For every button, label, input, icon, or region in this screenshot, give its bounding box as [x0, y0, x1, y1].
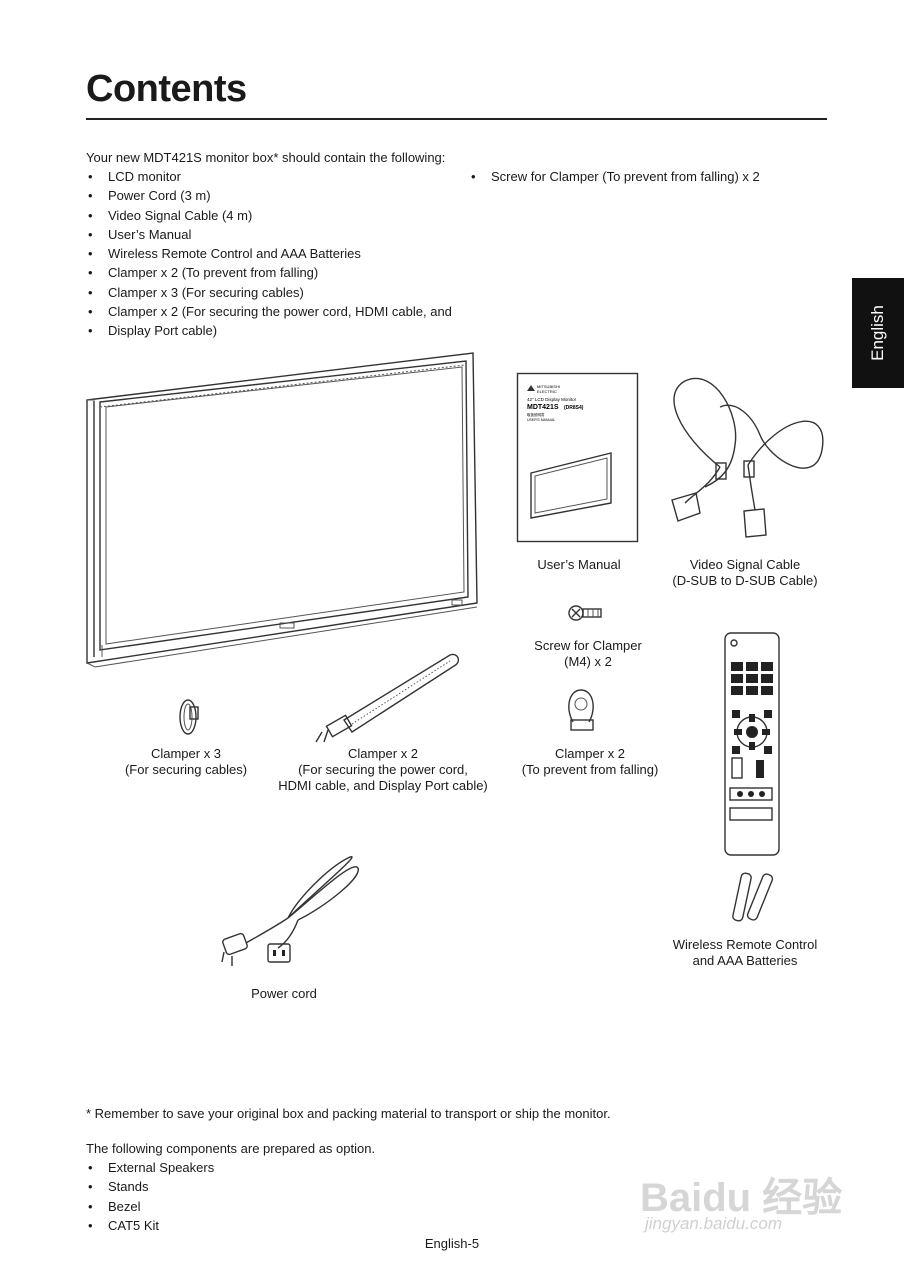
list-item: Clamper x 2 (For securing the power cord… — [86, 302, 466, 322]
intro-text: Your new MDT421S monitor box* should con… — [86, 150, 446, 165]
caption-clamper2-cord: Clamper x 2 (For securing the power cord… — [262, 746, 504, 794]
language-tab: English — [852, 278, 904, 388]
caption-line: Clamper x 3 — [150, 746, 222, 761]
page-title: Contents — [86, 68, 247, 110]
caption-clamper3: Clamper x 3 (For securing cables) — [106, 746, 266, 778]
footnote: * Remember to save your original box and… — [86, 1106, 611, 1121]
list-item-continued: Display Port cable) — [86, 321, 466, 341]
caption-power-cord: Power cord — [224, 986, 344, 1002]
caption-video-cable: Video Signal Cable (D-SUB to D-SUB Cable… — [656, 557, 834, 589]
caption-manual: User’s Manual — [493, 557, 665, 573]
list-item: User’s Manual — [86, 225, 466, 245]
caption-line: (M4) x 2 — [564, 654, 612, 669]
caption-line: HDMI cable, and Display Port cable) — [278, 778, 488, 793]
manual-brand-2: ELECTRIC — [537, 389, 557, 394]
caption-line: (For securing cables) — [124, 762, 248, 777]
list-item: Clamper x 2 (To prevent from falling) — [86, 263, 466, 283]
manual-brand: MITSUBISHI — [537, 384, 560, 389]
language-tab-label: English — [868, 305, 887, 361]
clamper-ring-icon — [179, 699, 199, 735]
caption-line: Video Signal Cable — [689, 557, 801, 572]
manual-model-code: (DR8S4) — [564, 405, 584, 411]
manual-line-en: USER'S MANUAL — [527, 418, 555, 422]
caption-line: Wireless Remote Control — [672, 937, 818, 952]
contents-list-right: Screw for Clamper (To prevent from falli… — [469, 167, 809, 187]
manual-subtitle: 42" LCD Display Monitor — [527, 397, 577, 402]
list-item: External Speakers — [86, 1158, 386, 1178]
screw-icon — [568, 605, 602, 621]
lcd-monitor-illustration — [86, 352, 478, 668]
caption-line: (To prevent from falling) — [521, 762, 659, 777]
options-list: External Speakers Stands Bezel CAT5 Kit — [86, 1158, 386, 1235]
cable-tie-icon — [315, 653, 460, 743]
batteries-illustration — [732, 872, 774, 922]
list-item: Power Cord (3 m) — [86, 186, 466, 206]
title-rule — [86, 118, 827, 120]
list-item: LCD monitor — [86, 167, 466, 187]
caption-line: Screw for Clamper — [534, 638, 642, 653]
watermark-logo: Baidu 经验 — [640, 1176, 843, 1220]
caption-remote: Wireless Remote Control and AAA Batterie… — [658, 937, 832, 969]
power-cord-illustration — [221, 855, 359, 966]
caption-line: User’s Manual — [537, 557, 621, 572]
list-item: Clamper x 3 (For securing cables) — [86, 283, 466, 303]
list-item-continuation: Display Port cable) — [108, 323, 218, 339]
manual-model: MDT421S — [527, 404, 559, 411]
manual-line-ja: 取扱説明書 — [527, 412, 545, 417]
list-item: Video Signal Cable (4 m) — [86, 206, 466, 226]
remote-control-illustration — [724, 632, 780, 856]
clamper-loop-icon — [568, 689, 594, 731]
manual-illustration: MITSUBISHI ELECTRIC 42" LCD Display Moni… — [516, 372, 639, 543]
caption-line: (D-SUB to D-SUB Cable) — [672, 573, 818, 588]
page-number: English-5 — [424, 1236, 480, 1251]
contents-list-left: LCD monitor Power Cord (3 m) Video Signa… — [86, 167, 466, 341]
caption-line: Clamper x 2 — [347, 746, 419, 761]
watermark-url: jingyan.baidu.com — [645, 1214, 783, 1233]
caption-line: and AAA Batteries — [692, 953, 798, 968]
caption-clamper2-fall: Clamper x 2 (To prevent from falling) — [505, 746, 675, 778]
list-item: CAT5 Kit — [86, 1216, 386, 1236]
caption-line: Clamper x 2 — [554, 746, 626, 761]
options-intro: The following components are prepared as… — [86, 1141, 376, 1156]
list-item: Bezel — [86, 1197, 386, 1217]
video-cable-illustration — [671, 377, 824, 538]
caption-line: (For securing the power cord, — [298, 762, 468, 777]
caption-screw: Screw for Clamper (M4) x 2 — [498, 638, 678, 670]
list-item: Screw for Clamper (To prevent from falli… — [469, 167, 809, 187]
list-item: Stands — [86, 1177, 386, 1197]
caption-line: Power cord — [251, 986, 317, 1001]
list-item: Wireless Remote Control and AAA Batterie… — [86, 244, 466, 264]
